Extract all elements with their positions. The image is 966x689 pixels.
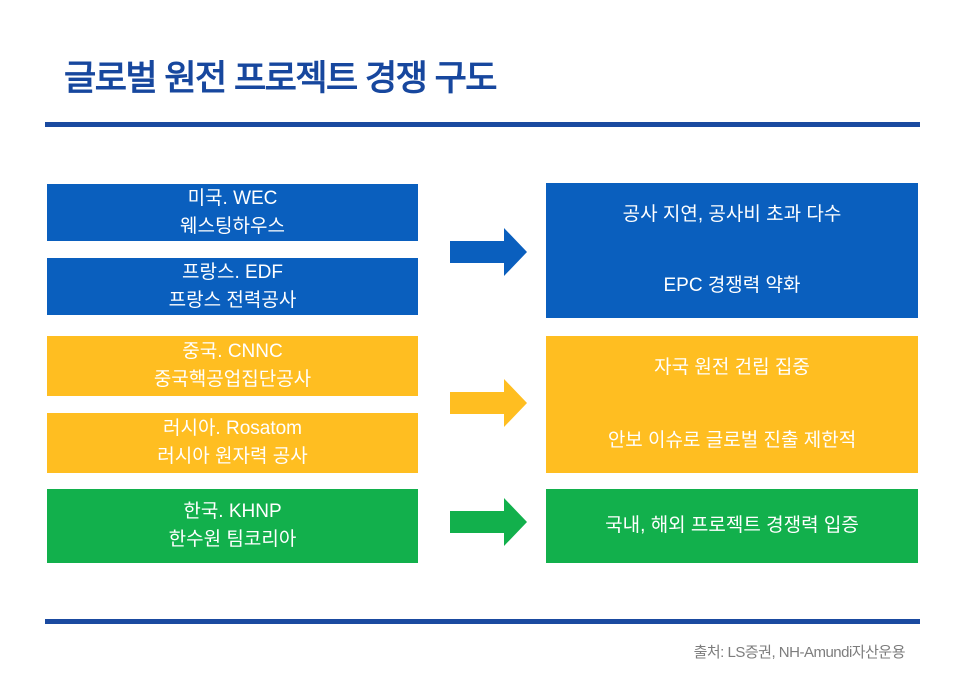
bottom-divider xyxy=(45,619,920,624)
left-box-russia-rosatom: 러시아. Rosatom 러시아 원자력 공사 xyxy=(47,413,418,473)
right-arrow-icon xyxy=(450,379,527,427)
arrow-shaft xyxy=(450,392,504,414)
right-box-korea-outcome: 국내, 해외 프로젝트 경쟁력 입증 xyxy=(546,489,918,563)
box-line1: 러시아. Rosatom xyxy=(162,418,303,439)
box-line1: 자국 원전 건립 집중 xyxy=(654,357,810,378)
box-line2: 웨스팅하우스 xyxy=(180,215,285,237)
box-line2: 안보 이슈로 글로벌 진출 제한적 xyxy=(607,430,857,451)
box-line2: EPC 경쟁력 약화 xyxy=(663,275,801,296)
right-arrow-icon xyxy=(450,228,527,276)
right-box-us-france-outcome: 공사 지연, 공사비 초과 다수 EPC 경쟁력 약화 xyxy=(546,183,918,318)
arrow-shaft xyxy=(450,511,504,533)
box-line2: 프랑스 전력공사 xyxy=(168,289,297,311)
box-line2: 러시아 원자력 공사 xyxy=(157,446,308,467)
source-credit: 출처: LS증권, NH-Amundi자산운용 xyxy=(693,644,906,661)
left-box-china-cnnc: 중국. CNNC 중국핵공업집단공사 xyxy=(47,336,418,396)
box-line1: 공사 지연, 공사비 초과 다수 xyxy=(622,204,842,225)
box-line1: 중국. CNNC xyxy=(182,341,283,362)
arrow-shaft xyxy=(450,241,504,263)
page-title: 글로벌 원전 프로젝트 경쟁 구도 xyxy=(64,59,498,98)
box-line2: 한수원 팀코리아 xyxy=(168,529,297,550)
arrow-head xyxy=(504,498,527,546)
left-box-france-edf: 프랑스. EDF 프랑스 전력공사 xyxy=(47,258,418,315)
left-box-korea-khnp: 한국. KHNP 한수원 팀코리아 xyxy=(47,489,418,563)
right-box-china-russia-outcome: 자국 원전 건립 집중 안보 이슈로 글로벌 진출 제한적 xyxy=(546,336,918,473)
box-line1: 한국. KHNP xyxy=(183,501,282,522)
right-arrow-icon xyxy=(450,498,527,546)
box-line1: 프랑스. EDF xyxy=(182,261,283,283)
top-divider xyxy=(45,122,920,127)
box-line1: 미국. WEC xyxy=(187,187,278,209)
left-box-usa-wec: 미국. WEC 웨스팅하우스 xyxy=(47,184,418,241)
arrow-head xyxy=(504,228,527,276)
arrow-head xyxy=(504,379,527,427)
box-line1: 국내, 해외 프로젝트 경쟁력 입증 xyxy=(605,515,859,536)
box-line2: 중국핵공업집단공사 xyxy=(153,369,312,390)
